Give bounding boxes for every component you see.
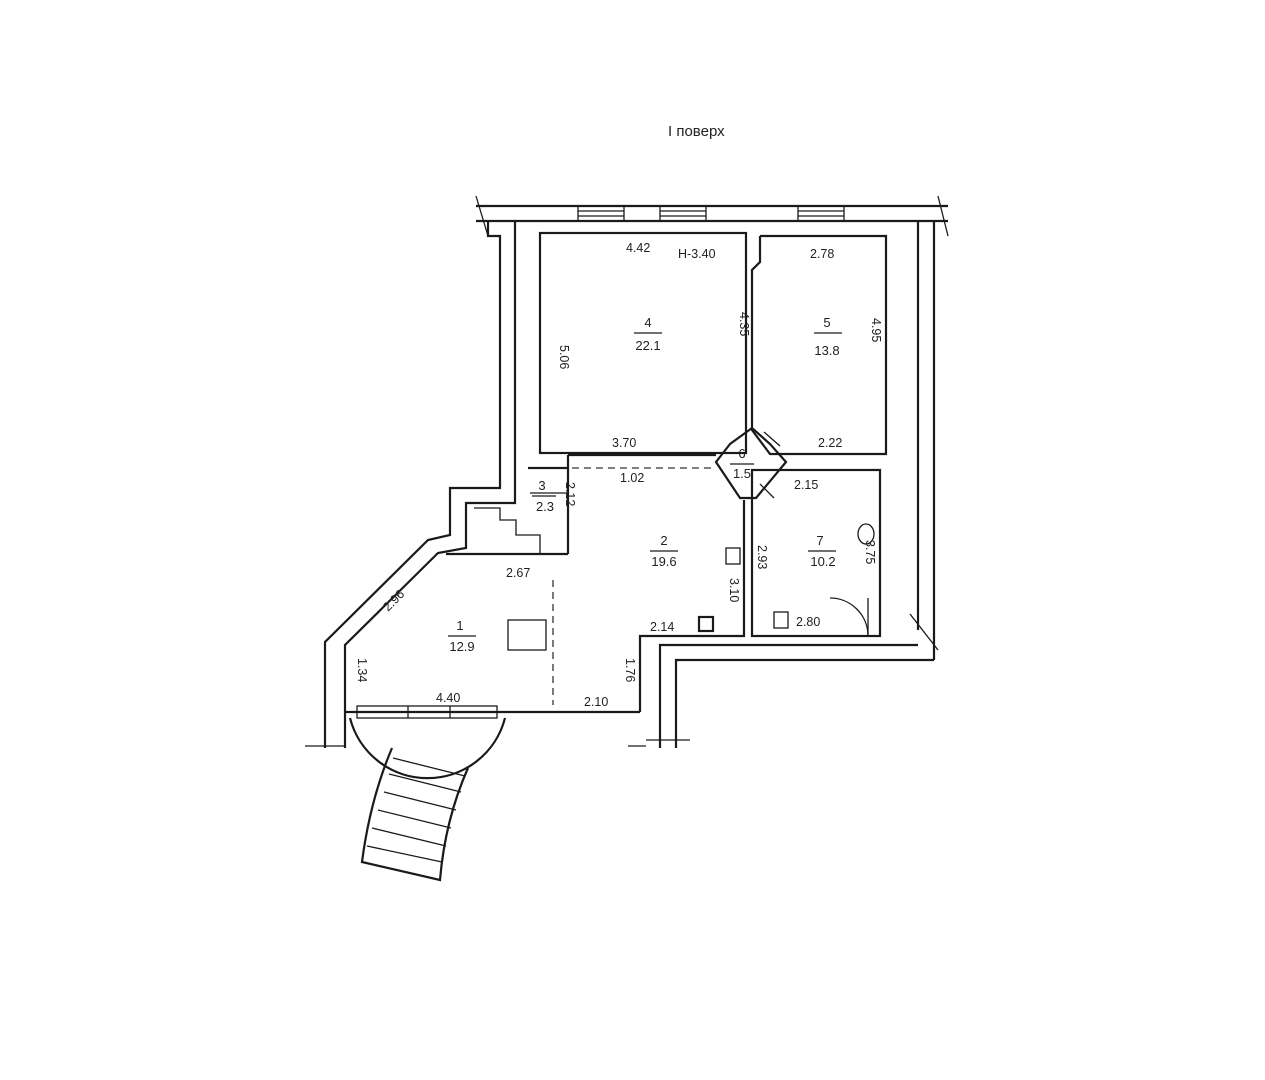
dim-1-34: 1.34 xyxy=(355,658,369,682)
room-2-right-wall xyxy=(638,500,746,712)
dim-2-96: 2.96 xyxy=(380,587,407,614)
dim-2-67: 2.67 xyxy=(506,566,530,580)
room-7-number: 7 xyxy=(816,533,823,548)
room-2-number: 2 xyxy=(660,533,667,548)
window-3 xyxy=(797,205,845,222)
entrance-window xyxy=(356,705,498,719)
room-6-area: 1.5 xyxy=(733,466,751,481)
dim-5-06: 5.06 xyxy=(557,345,571,369)
dim-3-70: 3.70 xyxy=(612,436,636,450)
room-1-number: 1 xyxy=(456,618,463,633)
room-3-area: 2.3 xyxy=(536,499,554,514)
window-2 xyxy=(659,205,707,222)
column xyxy=(507,619,547,651)
sink-icon xyxy=(773,611,789,629)
ceiling-height-label: H-3.40 xyxy=(678,247,716,261)
dim-2-78: 2.78 xyxy=(810,247,834,261)
toilet-icon xyxy=(857,523,875,545)
dim-2-15: 2.15 xyxy=(794,478,818,492)
room-7-outline xyxy=(750,468,882,638)
dim-4-35: 4.35 xyxy=(737,312,751,336)
fixture-icon xyxy=(725,547,741,565)
dim-4-95: 4.95 xyxy=(869,318,883,342)
room-6-outline xyxy=(714,426,788,500)
dim-4-40: 4.40 xyxy=(436,691,460,705)
room-3-number: 3 xyxy=(538,478,545,493)
dim-2-14: 2.14 xyxy=(650,620,674,634)
floor-title: I поверх xyxy=(668,123,725,140)
room-1-area: 12.9 xyxy=(449,639,474,654)
room-4-outline xyxy=(538,231,748,455)
room-7-area: 10.2 xyxy=(810,554,835,569)
door-swing xyxy=(829,597,869,637)
room-5-area: 13.8 xyxy=(814,343,839,358)
dim-2-93: 2.93 xyxy=(755,545,769,569)
room-6-number: 6 xyxy=(738,446,745,461)
room-4-area: 22.1 xyxy=(635,338,660,353)
room-5-number: 5 xyxy=(823,315,830,330)
dim-3-10: 3.10 xyxy=(727,578,741,602)
dim-2-80: 2.80 xyxy=(796,615,820,629)
dim-2-10: 2.10 xyxy=(584,695,608,709)
room-2-area: 19.6 xyxy=(651,554,676,569)
dim-2-22: 2.22 xyxy=(818,436,842,450)
room-4-number: 4 xyxy=(644,315,651,330)
dim-3-75: 3.75 xyxy=(863,540,877,564)
radiator-icon xyxy=(697,615,715,633)
exterior-wall xyxy=(305,195,949,748)
dim-4-42: 4.42 xyxy=(626,241,650,255)
dim-1-76: 1.76 xyxy=(623,658,637,682)
dim-2-12: 2.12 xyxy=(563,482,577,506)
room-5-outline xyxy=(750,234,888,456)
dim-1-02: 1.02 xyxy=(620,471,644,485)
window-1 xyxy=(577,205,625,222)
entrance-stairs xyxy=(348,717,507,882)
